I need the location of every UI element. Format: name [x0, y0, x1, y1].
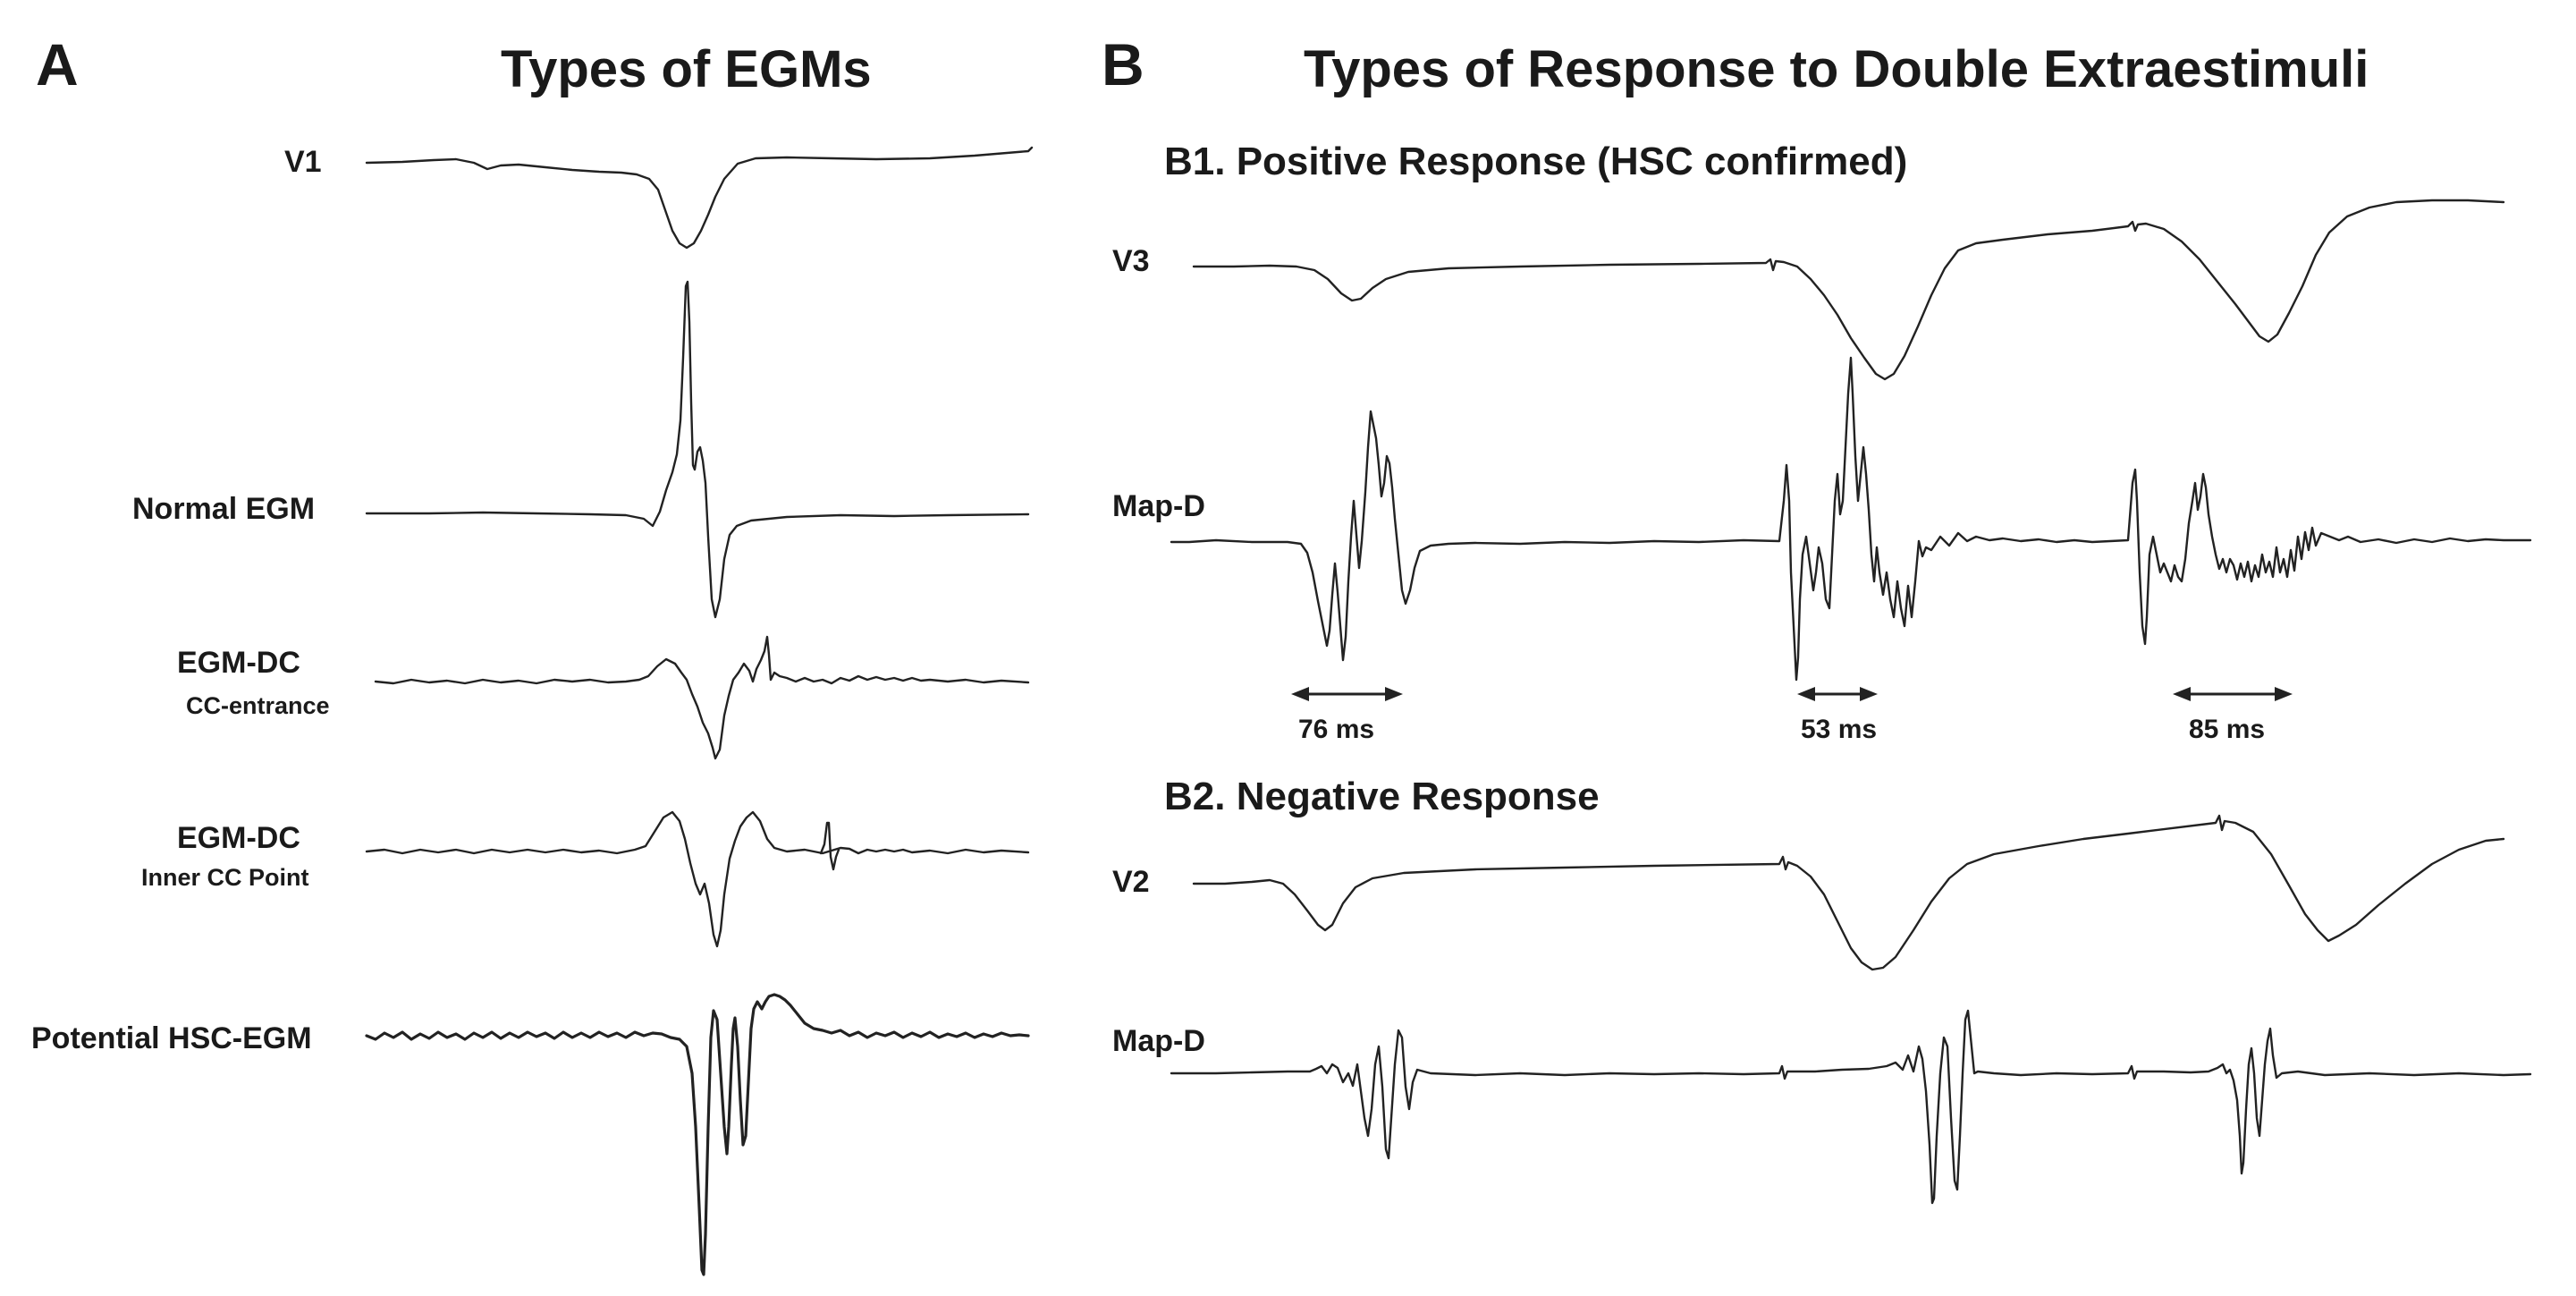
trace-egm-dc-cc-entrance [374, 635, 1030, 760]
panel-b-title: Types of Response to Double Extraestimul… [1304, 40, 2369, 98]
panel-a-letter: A [36, 31, 79, 97]
interval-label-76ms: 76 ms [1298, 715, 1374, 744]
trace-egm-dc-inner-cc-spike [819, 821, 840, 871]
interval-arrow-head-right [1385, 687, 1403, 701]
lead-label-egm-dc-2: EGM-DC [177, 821, 300, 855]
trace-v1 [365, 146, 1034, 250]
interval-label-85ms: 85 ms [2189, 715, 2265, 744]
b1-interval-76ms: 76 ms [1291, 687, 1403, 744]
lead-sublabel-cc-entrance: CC-entrance [186, 692, 330, 719]
b2-title: B2. Negative Response [1164, 775, 1600, 818]
interval-arrow-head-left [1797, 687, 1815, 701]
b2-lead-label-v2: V2 [1112, 865, 1150, 899]
lead-label-potential-hsc-egm: Potential HSC-EGM [31, 1021, 312, 1055]
b1-interval-85ms: 85 ms [2173, 687, 2293, 744]
panel-a: A Types of EGMs V1 Normal EGM EGM-DC CC-… [31, 31, 1034, 1276]
b2-lead-label-map-d: Map-D [1112, 1024, 1205, 1058]
b1-title: B1. Positive Response (HSC confirmed) [1164, 140, 1907, 183]
b1-interval-53ms: 53 ms [1797, 687, 1878, 744]
b2-trace-map-d [1170, 1009, 2532, 1205]
b1-lead-label-v3: V3 [1112, 244, 1150, 278]
lead-label-normal-egm: Normal EGM [132, 492, 315, 526]
b1-trace-v3 [1192, 199, 2505, 381]
b1-trace-map-d [1170, 356, 2532, 682]
lead-label-egm-dc-1: EGM-DC [177, 646, 300, 680]
interval-arrow-head-left [2173, 687, 2191, 701]
panel-a-title: Types of EGMs [501, 40, 872, 98]
lead-label-v1: V1 [284, 145, 322, 179]
panel-b-letter: B [1102, 31, 1144, 97]
interval-arrow-head-right [1860, 687, 1878, 701]
interval-arrow-head-left [1291, 687, 1309, 701]
trace-normal-egm [365, 280, 1030, 619]
panel-b: B Types of Response to Double Extraestim… [1102, 31, 2532, 1205]
trace-potential-hsc-egm [365, 993, 1030, 1276]
interval-label-53ms: 53 ms [1801, 715, 1877, 744]
lead-sublabel-inner-cc-point: Inner CC Point [141, 864, 309, 891]
interval-arrow-head-right [2275, 687, 2293, 701]
b1-lead-label-map-d: Map-D [1112, 489, 1205, 523]
b2-trace-v2 [1192, 814, 2505, 971]
trace-egm-dc-inner-cc [365, 810, 1030, 948]
